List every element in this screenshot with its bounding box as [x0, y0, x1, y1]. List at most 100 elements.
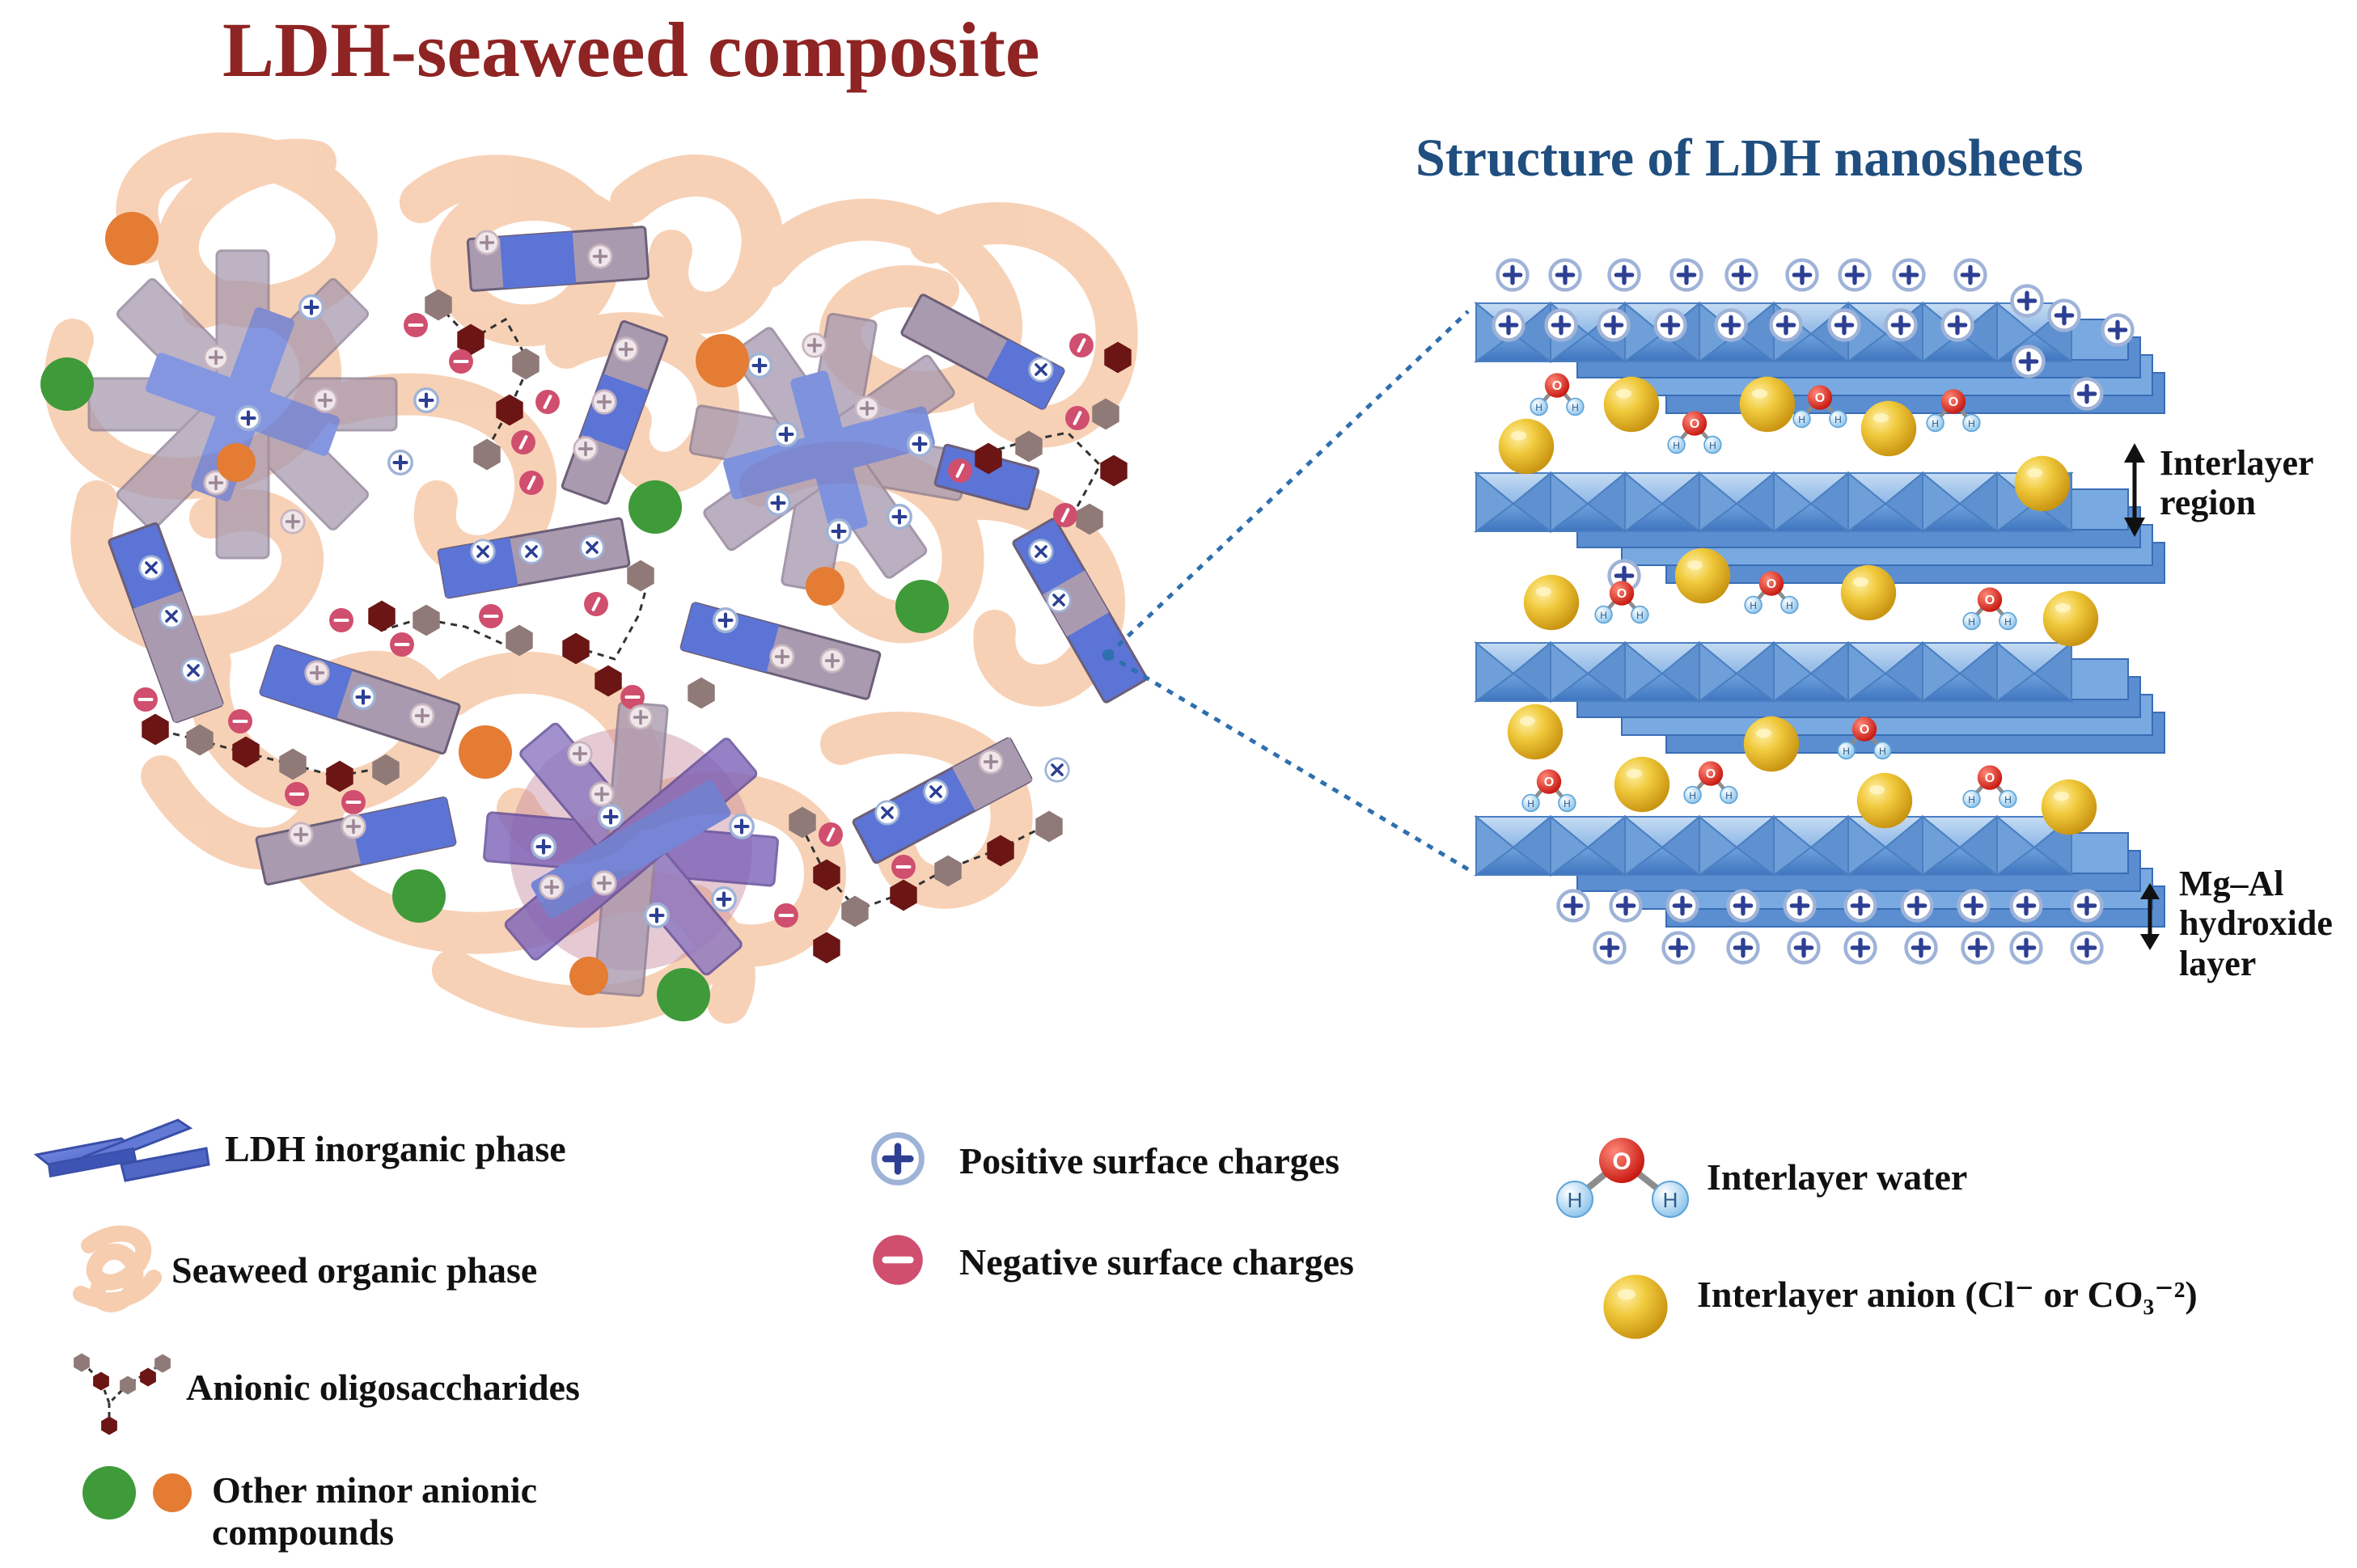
- surface-positive-charge: [1547, 311, 1576, 340]
- main-title: LDH-seaweed composite: [222, 6, 1040, 93]
- orange-compound-icon: [153, 1473, 192, 1512]
- oxygen-label: O: [1612, 1148, 1631, 1175]
- zoom-lines: [1107, 310, 1470, 872]
- interlayer-region-line2: region: [2160, 483, 2256, 523]
- legend-other-minor: Other minor anionic compounds: [212, 1469, 537, 1553]
- oligosaccharide-icon: [74, 1353, 171, 1435]
- surface-positive-charge: [1716, 311, 1746, 340]
- surface-positive-charge: [1956, 260, 1986, 290]
- surface-positive-charge: [1672, 260, 1702, 290]
- hydroxide-layer-line2: hydroxide: [2179, 903, 2333, 944]
- interlayer-region-line1: Interlayer: [2160, 443, 2314, 483]
- interlayer-water-molecule: [1684, 761, 1737, 803]
- surface-positive-charge: [2072, 379, 2102, 409]
- interlayer-anion: [2014, 455, 2071, 512]
- interlayer-anion: [1856, 772, 1913, 829]
- interlayer-anion: [1743, 716, 1800, 772]
- interlayer-anion: [2042, 590, 2099, 647]
- surface-positive-charge: [1656, 311, 1686, 340]
- interlayer-anion: [1507, 704, 1564, 760]
- interlayer-water-molecule: [1595, 581, 1648, 623]
- surface-positive-charge: [2012, 286, 2042, 316]
- surface-positive-charge: [1727, 260, 1757, 290]
- hydrogen-label-left: H: [1568, 1188, 1583, 1212]
- surface-positive-charge: [1886, 311, 1916, 340]
- surface-positive-charge: [1610, 260, 1640, 290]
- hydroxide-arrow-icon: [2140, 883, 2160, 950]
- interlayer-water-molecule: [1963, 765, 2016, 807]
- legend-positive-charges: Positive surface charges: [959, 1140, 1340, 1181]
- interlayer-anion: [1498, 418, 1555, 475]
- surface-positive-charge: [1729, 891, 1758, 921]
- interlayer-anion: [2041, 779, 2097, 835]
- interlayer-anion: [1603, 376, 1660, 433]
- interlayer-anion: [1840, 564, 1897, 621]
- surface-positive-charge: [1830, 311, 1860, 340]
- legend-ldh-inorganic: LDH inorganic phase: [225, 1128, 566, 1169]
- interlayer-water-molecule: [1668, 411, 1721, 453]
- surface-positive-charge: [1902, 891, 1932, 921]
- interlayer-water-molecule: [1963, 587, 2016, 629]
- interlayer-water-molecule: [1522, 769, 1576, 811]
- negative-charge-icon: [873, 1235, 923, 1285]
- interlayer-anion: [1739, 376, 1796, 433]
- water-molecule-icon: O H H: [1556, 1138, 1689, 1218]
- surface-positive-charge: [1894, 260, 1924, 290]
- surface-positive-charge: [1595, 933, 1625, 963]
- hydroxide-layer-line3: layer: [2179, 943, 2257, 983]
- legend-seaweed-organic: Seaweed organic phase: [171, 1249, 538, 1291]
- legend-other-minor-line1: Other minor anionic: [212, 1469, 538, 1511]
- surface-positive-charge: [1943, 311, 1973, 340]
- hydroxide-layer-label: Mg–Al hydroxide layer: [2179, 864, 2333, 983]
- surface-positive-charge: [1788, 260, 1817, 290]
- legend-interlayer-anion: Interlayer anion (Cl⁻ or CO₃⁻²): [1697, 1274, 2198, 1315]
- surface-positive-charge: [2103, 315, 2133, 345]
- seaweed-strand-icon: [73, 1225, 162, 1312]
- surface-positive-charge: [1959, 891, 1989, 921]
- surface-positive-charge: [2012, 933, 2042, 963]
- surface-positive-charge: [1664, 933, 1694, 963]
- composite-illustration: [40, 132, 1470, 1028]
- hydroxide-sheet: [1473, 640, 2165, 754]
- legend-negative-charges: Negative surface charges: [959, 1241, 1354, 1283]
- surface-positive-charge: [1559, 891, 1589, 921]
- surface-positive-charge: [1611, 891, 1641, 921]
- legend-other-minor-line2: compounds: [212, 1511, 394, 1553]
- interlayer-anion: [1860, 400, 1917, 457]
- surface-positive-charge: [1668, 891, 1698, 921]
- surface-positive-charge: [1846, 933, 1876, 963]
- interlayer-anion: [1674, 547, 1731, 604]
- interlayer-region-label: Interlayer region: [2160, 443, 2314, 523]
- anion-sphere-icon: [1603, 1274, 1668, 1339]
- surface-positive-charge: [1551, 260, 1581, 290]
- legend-anionic-oligosaccharides: Anionic oligosaccharides: [186, 1367, 580, 1408]
- surface-positive-charge: [2014, 347, 2044, 377]
- surface-positive-charge: [1494, 311, 1524, 340]
- interlayer-arrow-icon: [2124, 443, 2145, 537]
- legend-interlayer-water: Interlayer water: [1707, 1156, 1968, 1198]
- surface-positive-charge: [2050, 301, 2080, 331]
- surface-positive-charge: [2072, 891, 2102, 921]
- surface-positive-charge: [1729, 933, 1758, 963]
- green-compound-icon: [83, 1466, 136, 1519]
- surface-positive-charge: [1906, 933, 1936, 963]
- minor-anionic-compounds: [40, 212, 949, 1021]
- surface-positive-charge: [1599, 311, 1629, 340]
- surface-positive-charge: [1963, 933, 1993, 963]
- nanosheet-title: Structure of LDH nanosheets: [1415, 129, 2084, 188]
- surface-positive-charge: [1846, 891, 1876, 921]
- surface-positive-charge: [2072, 933, 2102, 963]
- surface-positive-charge: [1840, 260, 1870, 290]
- ldh-platelet-icon: [33, 1118, 210, 1182]
- ldh-cluster-lower: [483, 701, 779, 997]
- surface-positive-charge: [2012, 891, 2042, 921]
- surface-positive-charge: [1771, 311, 1801, 340]
- ldh-cluster-upper-left: [87, 249, 398, 560]
- interlayer-anion: [1614, 756, 1670, 813]
- surface-positive-charge: [1789, 933, 1819, 963]
- surface-positive-charge: [1785, 891, 1815, 921]
- hydrogen-label-right: H: [1663, 1188, 1678, 1212]
- hydroxide-layer-line1: Mg–Al: [2179, 864, 2284, 903]
- interlayer-anion: [1523, 574, 1580, 631]
